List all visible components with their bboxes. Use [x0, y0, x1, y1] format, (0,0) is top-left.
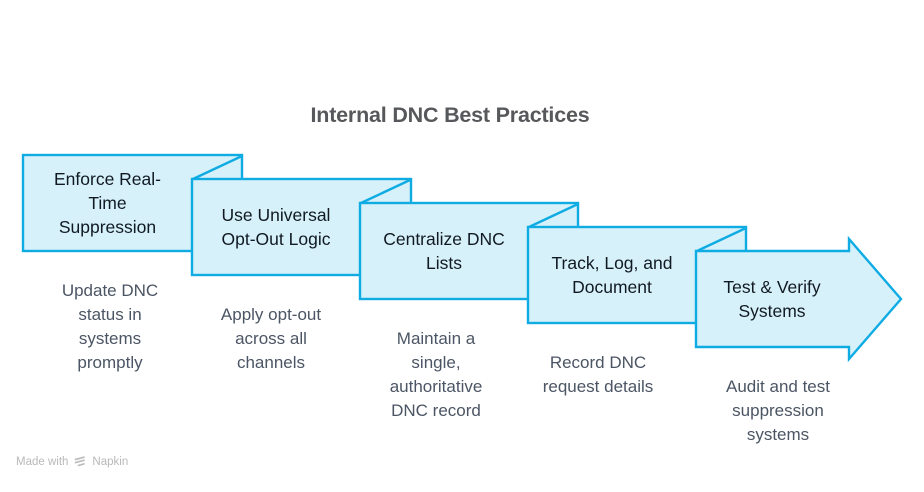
napkin-logo-icon — [75, 456, 86, 467]
step-title-5: Test & Verify Systems — [723, 277, 821, 321]
watermark-made-with: Made with — [16, 455, 69, 468]
step-subtitle-4: Record DNC request details — [542, 353, 654, 396]
step-subtitle-5: Audit and test suppression systems — [726, 377, 830, 444]
step-title-1: Enforce Real- Time Suppression — [54, 169, 161, 237]
step-title-3: Centralize DNC Lists — [383, 229, 505, 273]
page-title: Internal DNC Best Practices — [310, 103, 590, 127]
right-arrow-icon — [694, 235, 903, 363]
step-subtitle-1: Update DNC status in systems promptly — [61, 281, 159, 372]
watermark: Made with Napkin — [16, 455, 128, 468]
step-shape-5-arrow — [694, 235, 903, 363]
watermark-brand: Napkin — [92, 455, 129, 468]
step-title-4: Track, Log, and Document — [551, 253, 673, 297]
step-subtitle-2: Apply opt-out across all channels — [220, 305, 322, 372]
step-subtitle-3: Maintain a single, authoritative DNC rec… — [389, 329, 483, 420]
step-title-2: Use Universal Opt-Out Logic — [221, 205, 331, 249]
